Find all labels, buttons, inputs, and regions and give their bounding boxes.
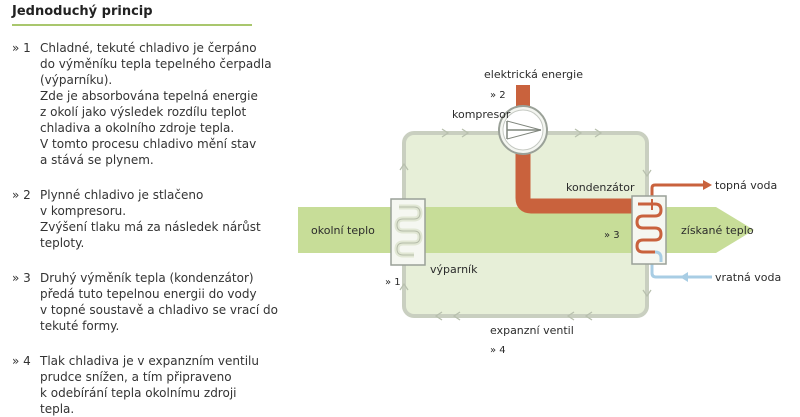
- step-number: » 2: [12, 188, 31, 202]
- step-text-line: prudce snížen, a tím připraveno: [40, 370, 232, 384]
- step-text-line: předá tuto tepelnou energii do vody: [40, 287, 257, 301]
- label-condenser: kondenzátor: [566, 181, 635, 194]
- flow-chevrons: [399, 128, 652, 321]
- marker-step-3: » 3: [604, 230, 620, 241]
- step-text-line: chladiva a okolního zdroje tepla.: [40, 121, 235, 135]
- step-item-3: » 3 Druhý výměník tepla (kondenzátor) př…: [12, 270, 282, 353]
- step-number: » 3: [12, 271, 31, 285]
- step-text-line: z okolí jako výsledek rozdílu teplot: [40, 105, 247, 119]
- hot-gas-pipe: [515, 150, 632, 214]
- step-item-1: » 1 Chladné, tekuté chladivo je čerpáno …: [12, 40, 282, 187]
- step-text-line: Plynné chladivo je stlačeno: [40, 188, 204, 202]
- label-gained-heat: získané teplo: [681, 224, 754, 237]
- step-text-line: Tlak chladiva je v expanzním ventilu: [40, 354, 259, 368]
- step-text-line: v kompresoru.: [40, 204, 127, 218]
- title-rule: [12, 24, 252, 26]
- supply-water-pipe: [650, 183, 703, 196]
- step-text-line: Zvýšení tlaku má za následek nárůst: [40, 220, 261, 234]
- condenser: [631, 195, 667, 265]
- compressor: [498, 105, 548, 155]
- step-item-2: » 2 Plynné chladivo je stlačeno v kompre…: [12, 187, 282, 270]
- step-item-4: » 4 Tlak chladiva je v expanzním ventilu…: [12, 353, 282, 417]
- step-text-line: Zde je absorbována tepelná energie: [40, 89, 258, 103]
- label-supply-water: topná voda: [715, 179, 777, 192]
- step-number: » 4: [12, 354, 31, 368]
- return-water-pipe: [650, 262, 688, 279]
- marker-step-2: » 2: [490, 90, 506, 101]
- step-text-line: Chladné, tekuté chladivo je čerpáno: [40, 41, 257, 55]
- step-text-line: tepla.: [40, 402, 75, 416]
- step-text-line: k odebírání tepla okolnímu zdroji: [40, 386, 237, 400]
- marker-step-1: » 1: [385, 277, 401, 288]
- label-compressor: kompresor: [452, 108, 511, 121]
- page-title: Jednoduchý princip: [12, 4, 153, 19]
- return-water-arrow: [680, 272, 688, 282]
- step-text-line: do výměníku tepla tepelného čerpadla: [40, 57, 272, 71]
- step-text-line: tekuté formy.: [40, 319, 120, 333]
- supply-water-arrow: [703, 180, 712, 190]
- step-text-line: V tomto procesu chladivo mění stav: [40, 137, 257, 151]
- label-expansion-valve: expanzní ventil: [490, 324, 574, 337]
- step-text-line: a stává se plynem.: [40, 153, 154, 167]
- step-text-line: Druhý výměník tepla (kondenzátor): [40, 271, 254, 285]
- step-number: » 1: [12, 41, 31, 55]
- label-return-water: vratná voda: [715, 271, 781, 284]
- marker-step-4: » 4: [490, 345, 506, 356]
- steps-list: » 1 Chladné, tekuté chladivo je čerpáno …: [12, 40, 282, 417]
- step-text-line: v topné soustavě a chladivo se vrací do: [40, 303, 279, 317]
- electric-energy-input: [516, 85, 530, 111]
- step-text-line: (výparníku).: [40, 73, 113, 87]
- evaporator: [390, 198, 426, 266]
- label-electric-energy: elektrická energie: [484, 68, 583, 81]
- step-text-line: teploty.: [40, 236, 85, 250]
- label-ambient-heat: okolní teplo: [311, 224, 375, 237]
- label-evaporator: výparník: [430, 263, 478, 276]
